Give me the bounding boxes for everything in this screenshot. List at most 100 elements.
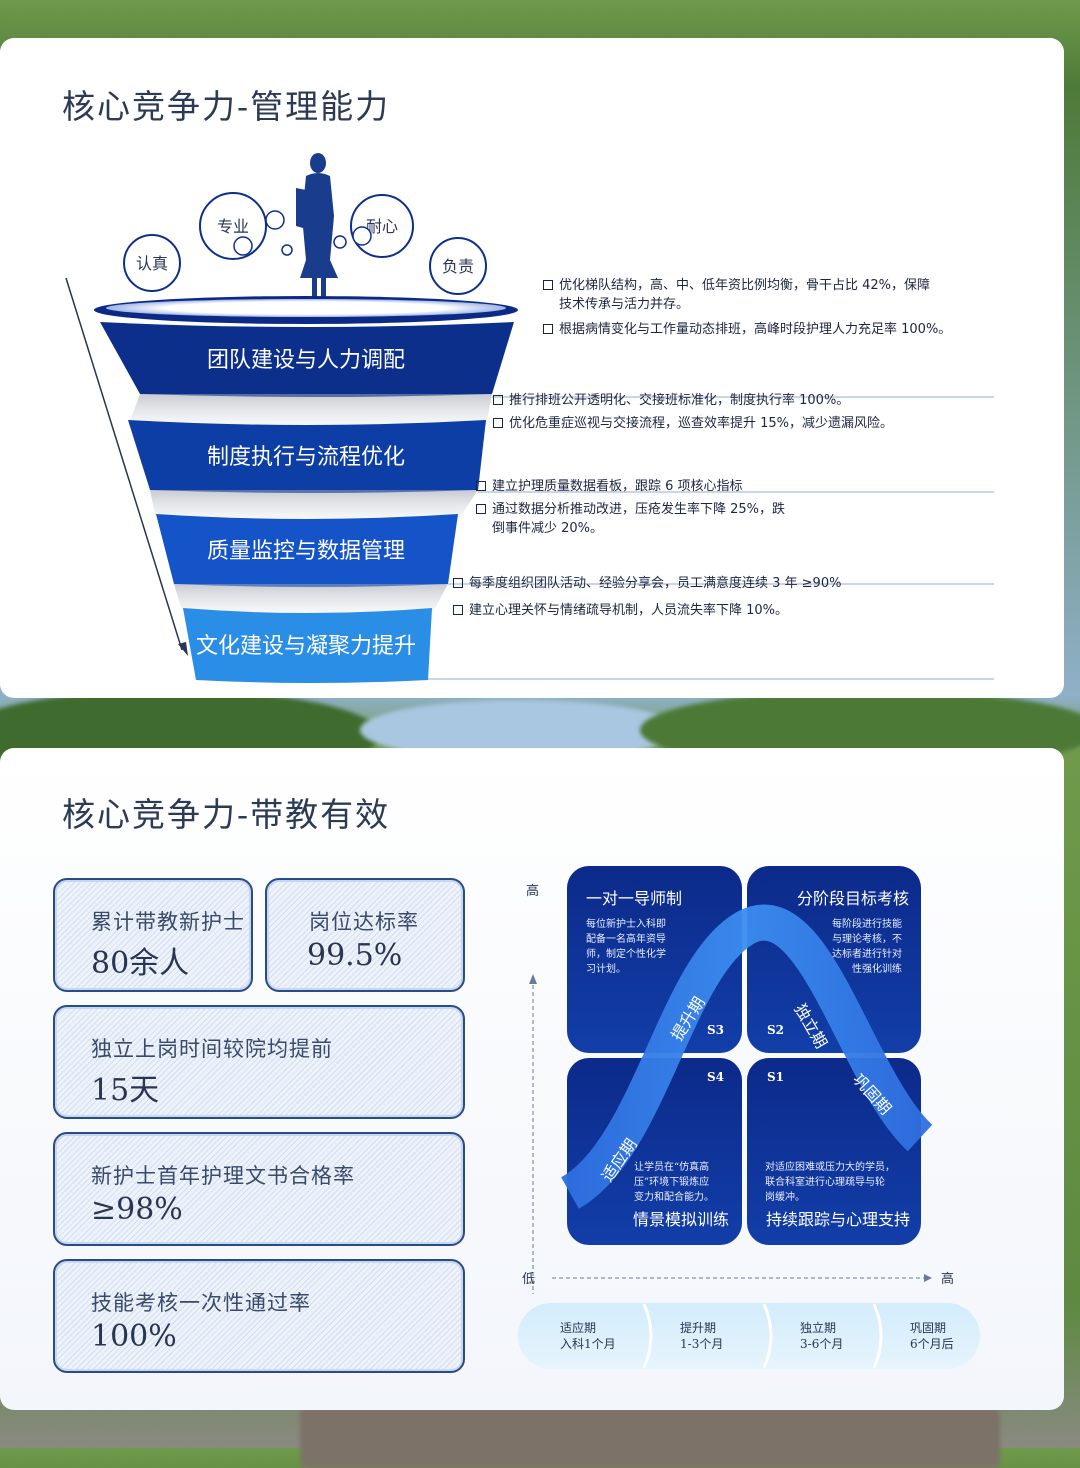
- quadrant-desc: 让学员在“仿真高压”环境下锻炼应变力和配合能力。: [634, 1160, 714, 1203]
- checkbox-icon: [543, 280, 553, 290]
- y-axis-arrow: [529, 974, 537, 984]
- timeline-stage-time: 3-6个月: [800, 1337, 843, 1351]
- stat-value: 100%: [91, 1319, 177, 1354]
- stat-card: 岗位达标率 99.5%: [265, 878, 465, 992]
- trait-bubble: 负责: [430, 238, 486, 294]
- stat-value: ≥98%: [91, 1192, 183, 1227]
- dot-bubble: [234, 237, 252, 255]
- tier-shadow: [128, 394, 492, 426]
- checkbox-icon: [476, 481, 486, 491]
- quadrant-s4-title: 情景模拟训练: [633, 1210, 729, 1229]
- quadrant-s4-code: S4: [707, 1070, 724, 1084]
- funnel-tier: 文化建设与凝聚力提升: [174, 584, 448, 683]
- tier2-bullet-2: 优化危重症巡视与交接流程，巡查效率提升 15%，减少遗漏风险。: [509, 416, 893, 431]
- situational-leadership-diagram: 高 低 高 一对一导师制 分阶段目标考核 情景模拟训练 持续跟踪与心理支持 S3…: [500, 848, 1000, 1408]
- tier-label: 团队建设与人力调配: [207, 348, 405, 373]
- tier2-bullet-1: 推行排班公开透明化、交接班标准化，制度执行率 100%。: [509, 393, 849, 408]
- desc-line: 联合科室进行心理疏导与轮: [765, 1175, 885, 1188]
- tier-shadow: [150, 490, 478, 520]
- dot-bubble: [334, 236, 346, 248]
- nurse-silhouette-icon: [296, 153, 338, 308]
- timeline-stage-name: 巩固期: [910, 1321, 946, 1335]
- axis-low-label: 低: [522, 1272, 535, 1287]
- stat-label: 技能考核一次性通过率: [91, 1287, 311, 1317]
- funnel-tier: 质量监控与数据管理: [150, 490, 478, 587]
- checkbox-icon: [493, 418, 503, 428]
- stat-label: 新护士首年护理文书合格率: [91, 1160, 355, 1190]
- desc-line: 达标者进行针对: [832, 947, 902, 960]
- quadrant-s3-title: 一对一导师制: [586, 889, 682, 908]
- timeline-stage-time: 6个月后: [910, 1337, 954, 1351]
- axis-high-x-label: 高: [941, 1271, 954, 1287]
- checkbox-icon: [493, 395, 503, 405]
- dot-bubble: [266, 211, 284, 229]
- trait-bubble: 专业: [200, 193, 266, 259]
- stat-value: 99.5%: [307, 938, 402, 973]
- tier1-bullet-1-cont: 技术传承与活力并存。: [543, 295, 983, 314]
- tier3-bullet-2: 通过数据分析推动改进，压疮发生率下降 25%，跌: [492, 502, 785, 517]
- desc-line: 对适应困难或压力大的学员，: [765, 1160, 895, 1173]
- desc-line: 师，制定个性化学: [586, 947, 666, 960]
- timeline-stage-name: 独立期: [800, 1320, 836, 1335]
- tier1-bullets: 优化梯队结构，高、中、低年资比例均衡，骨干占比 42%，保障 技术传承与活力并存…: [543, 276, 983, 339]
- desc-line: 性强化训练: [852, 962, 902, 975]
- desc-line: 岗缓冲。: [765, 1190, 805, 1203]
- timeline-bar: [518, 1303, 980, 1369]
- tier-shadow: [174, 584, 448, 614]
- tier3-bullet-1: 建立护理质量数据看板，跟踪 6 项核心指标: [492, 479, 743, 494]
- stat-label: 岗位达标率: [309, 906, 419, 936]
- tier-label: 制度执行与流程优化: [207, 445, 405, 470]
- quadrant-s2-code: S2: [767, 1023, 784, 1037]
- timeline-stage-time: 1-3个月: [680, 1337, 723, 1351]
- tier3-bullet-2-cont: 倒事件减少 20%。: [476, 519, 956, 538]
- checkbox-icon: [476, 504, 486, 514]
- desc-line: 配备一名高年资导: [586, 932, 666, 945]
- bubble-label: 专业: [217, 217, 249, 236]
- stat-card: 独立上岗时间较院均提前 15天: [53, 1005, 465, 1119]
- tier4-bullet-2: 建立心理关怀与情绪疏导机制，人员流失率下降 10%。: [469, 603, 788, 618]
- funnel-arrow-head: [178, 642, 188, 656]
- checkbox-icon: [453, 605, 463, 615]
- desc-line: 让学员在“仿真高: [634, 1160, 709, 1173]
- timeline-stage-name: 提升期: [680, 1320, 716, 1335]
- background-path: [300, 1408, 1000, 1468]
- management-card: 核心竞争力-管理能力 认真专业耐心负责: [0, 38, 1064, 698]
- checkbox-icon: [453, 578, 463, 588]
- trait-bubble: 认真: [124, 235, 180, 291]
- axis-high-label: 高: [526, 883, 539, 899]
- stat-label: 独立上岗时间较院均提前: [91, 1033, 333, 1063]
- tier4-bullets: 每季度组织团队活动、经验分享会，员工满意度连续 3 年 ≥90% 建立心理关怀与…: [453, 574, 953, 620]
- desc-line: 每阶段进行技能: [832, 917, 902, 930]
- x-axis-arrow: [924, 1274, 932, 1282]
- teaching-title: 核心竞争力-带教有效: [62, 788, 390, 836]
- quadrant-s2-title: 分阶段目标考核: [797, 889, 909, 908]
- funnel-tier: 团队建设与人力调配: [100, 322, 514, 397]
- funnel-rim-inner: [106, 299, 506, 317]
- dot-bubble: [353, 227, 371, 245]
- bubble-label: 负责: [442, 257, 474, 276]
- stat-card: 新护士首年护理文书合格率 ≥98%: [53, 1132, 465, 1246]
- timeline-stage-time: 入科1个月: [560, 1337, 616, 1351]
- tier1-bullet-1: 优化梯队结构，高、中、低年资比例均衡，骨干占比 42%，保障: [559, 278, 930, 293]
- desc-line: 习计划。: [586, 962, 626, 975]
- stat-card: 技能考核一次性通过率 100%: [53, 1259, 465, 1373]
- desc-line: 变力和配合能力。: [634, 1190, 714, 1203]
- desc-line: 压”环境下锻炼应: [634, 1175, 709, 1188]
- checkbox-icon: [543, 324, 553, 334]
- teaching-card: 核心竞争力-带教有效 累计带教新护士 80余人 岗位达标率 99.5% 独立上岗…: [0, 748, 1064, 1410]
- quadrant-s1-title: 持续跟踪与心理支持: [766, 1210, 910, 1229]
- tier2-bullets: 推行排班公开透明化、交接班标准化，制度执行率 100%。 优化危重症巡视与交接流…: [493, 391, 973, 433]
- stat-label: 累计带教新护士: [91, 906, 245, 936]
- quadrant-s1-code: S1: [767, 1070, 784, 1084]
- dot-bubble: [282, 245, 292, 255]
- tier1-bullet-2: 根据病情变化与工作量动态排班，高峰时段护理人力充足率 100%。: [559, 322, 951, 337]
- bubble-label: 认真: [136, 254, 168, 273]
- quadrant-s3-code: S3: [707, 1023, 724, 1037]
- trait-bubble: 耐心: [351, 195, 413, 257]
- stat-card: 累计带教新护士 80余人: [53, 878, 253, 992]
- tier4-bullet-1: 每季度组织团队活动、经验分享会，员工满意度连续 3 年 ≥90%: [469, 576, 841, 591]
- tier3-bullets: 建立护理质量数据看板，跟踪 6 项核心指标 通过数据分析推动改进，压疮发生率下降…: [476, 477, 956, 538]
- stat-value: 80余人: [91, 938, 189, 982]
- funnel-tier: 制度执行与流程优化: [128, 394, 492, 493]
